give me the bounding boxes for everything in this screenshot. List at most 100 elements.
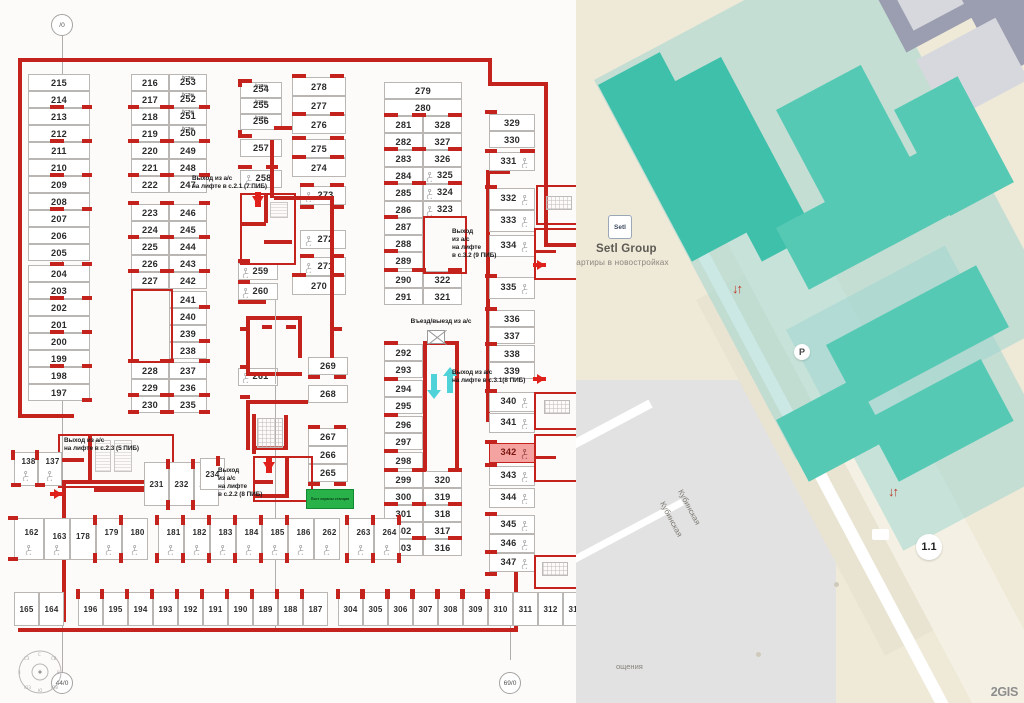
setl-group-logo[interactable]: Setl (608, 215, 632, 239)
space-187[interactable]: 187 (303, 592, 328, 626)
space-248[interactable]: 248 (169, 159, 207, 176)
space-297[interactable]: 297 (384, 433, 423, 450)
space-254[interactable]: h=2м 254 (240, 82, 282, 98)
space-224[interactable]: 224 (131, 221, 169, 238)
space-186[interactable]: 186 (288, 518, 314, 560)
space-183[interactable]: 183 (210, 518, 236, 560)
space-265[interactable]: 265 (308, 464, 348, 482)
space-225[interactable]: 225 (131, 238, 169, 255)
space-289[interactable]: 289 (384, 252, 423, 269)
space-285[interactable]: 285 (384, 184, 423, 201)
space-193[interactable]: 193 (153, 592, 178, 626)
space-288[interactable]: 288 (384, 235, 423, 252)
space-316[interactable]: 316 (423, 539, 462, 556)
column-215-197[interactable]: 215 214 213 212 211 210 209 208 207 206 … (0, 0, 576, 703)
space-325[interactable]: 325 (423, 167, 462, 184)
space-189[interactable]: 189 (253, 592, 278, 626)
row-mid-left[interactable]: 138 137 162 163 178 179 180 (0, 0, 576, 703)
space-227[interactable]: 227 (131, 272, 169, 289)
space-329[interactable]: 329 (489, 114, 535, 131)
space-181[interactable]: 181 (158, 518, 184, 560)
space-310[interactable]: 310 (488, 592, 513, 626)
space-328[interactable]: 328 (423, 116, 462, 133)
space-231[interactable]: 231 (144, 462, 169, 506)
space-296[interactable]: 296 (384, 416, 423, 433)
space-238[interactable]: 238 (169, 342, 207, 359)
space-309[interactable]: 309 (463, 592, 488, 626)
space-162[interactable]: 162 (14, 518, 44, 560)
space-266[interactable]: 266 (308, 446, 348, 464)
bottom-rows[interactable]: 165 164 196 195 194 193 192 191 190 189 … (0, 0, 576, 703)
space-347[interactable]: 347 (489, 553, 535, 572)
column-254-258[interactable]: h=2м 254 h=2м 255 h=2м 256 257 258 (0, 0, 576, 703)
space-244[interactable]: 244 (169, 238, 207, 255)
space-337[interactable]: 337 (489, 327, 535, 344)
space-219[interactable]: 219 (131, 125, 169, 142)
space-215[interactable]: 215 (28, 74, 90, 91)
space-164[interactable]: 164 (39, 592, 64, 626)
space-242[interactable]: 242 (169, 272, 207, 289)
space-188[interactable]: 188 (278, 592, 303, 626)
space-330[interactable]: 330 (489, 131, 535, 148)
space-165[interactable]: 165 (14, 592, 39, 626)
space-194[interactable]: 194 (128, 592, 153, 626)
space-299[interactable]: 299 (384, 471, 423, 488)
space-241[interactable]: 241 (169, 291, 207, 308)
location-map[interactable]: Setl Setl Group квартиры в новостройках … (576, 0, 1024, 703)
space-190[interactable]: 190 (228, 592, 253, 626)
space-300[interactable]: 300 (384, 488, 423, 505)
space-275[interactable]: 275 (292, 139, 346, 158)
space-334[interactable]: 334 (489, 235, 535, 257)
space-243[interactable]: 243 (169, 255, 207, 272)
space-281[interactable]: 281 (384, 116, 423, 133)
space-282[interactable]: 282 (384, 133, 423, 150)
space-318[interactable]: 318 (423, 505, 462, 522)
space-267[interactable]: 267 (308, 428, 348, 446)
space-286[interactable]: 286 (384, 201, 423, 218)
space-278[interactable]: 278 (292, 77, 346, 96)
space-205[interactable]: 205 (28, 244, 90, 261)
space-294[interactable]: 294 (384, 380, 423, 397)
space-185[interactable]: 185 (262, 518, 288, 560)
space-291[interactable]: 291 (384, 288, 423, 305)
space-274[interactable]: 274 (292, 158, 346, 177)
space-320[interactable]: 320 (423, 471, 462, 488)
space-283[interactable]: 283 (384, 150, 423, 167)
space-301[interactable]: 301 (384, 505, 423, 522)
space-195[interactable]: 195 (103, 592, 128, 626)
space-311[interactable]: 311 (513, 592, 538, 626)
space-182[interactable]: 182 (184, 518, 210, 560)
space-292[interactable]: 292 (384, 344, 423, 361)
space-216[interactable]: 216 (131, 74, 169, 91)
column-231-234[interactable]: 231 232 233 234 (0, 0, 576, 703)
space-344[interactable]: 344 (489, 488, 535, 508)
space-180[interactable]: 180 (122, 518, 148, 560)
setl-group-label[interactable]: Setl Group (596, 243, 657, 255)
map-overlays[interactable]: Setl Setl Group квартиры в новостройках … (576, 0, 1024, 703)
space-293[interactable]: 293 (384, 361, 423, 378)
space-335[interactable]: 335 (489, 277, 535, 299)
space-236[interactable]: 236 (169, 379, 207, 396)
space-308[interactable]: 308 (438, 592, 463, 626)
space-228[interactable]: 228 (131, 362, 169, 379)
space-304[interactable]: 304 (338, 592, 363, 626)
space-326[interactable]: 326 (423, 150, 462, 167)
column-329-347[interactable]: 329 330 331 332 333 334 335 336 337 338 … (0, 0, 576, 703)
space-268[interactable]: 268 (308, 385, 348, 403)
space-245[interactable]: 245 (169, 221, 207, 238)
space-290[interactable]: 290 (384, 271, 423, 288)
space-256[interactable]: h=2м 256 (240, 114, 282, 130)
space-346[interactable]: 346 (489, 534, 535, 553)
space-226[interactable]: 226 (131, 255, 169, 272)
space-235[interactable]: 235 (169, 396, 207, 413)
space-338[interactable]: 338 (489, 345, 535, 362)
space-239[interactable]: 239 (169, 325, 207, 342)
space-345[interactable]: 345 (489, 515, 535, 534)
space-209[interactable]: 209 (28, 176, 90, 193)
space-276[interactable]: 276 (292, 115, 346, 134)
column-279-303[interactable]: 279 280 281 282 283 284 285 286 287 288 … (0, 0, 576, 703)
space-260[interactable]: 260 (238, 283, 278, 300)
space-263[interactable]: 263 (348, 518, 374, 560)
space-321[interactable]: 321 (423, 288, 462, 305)
